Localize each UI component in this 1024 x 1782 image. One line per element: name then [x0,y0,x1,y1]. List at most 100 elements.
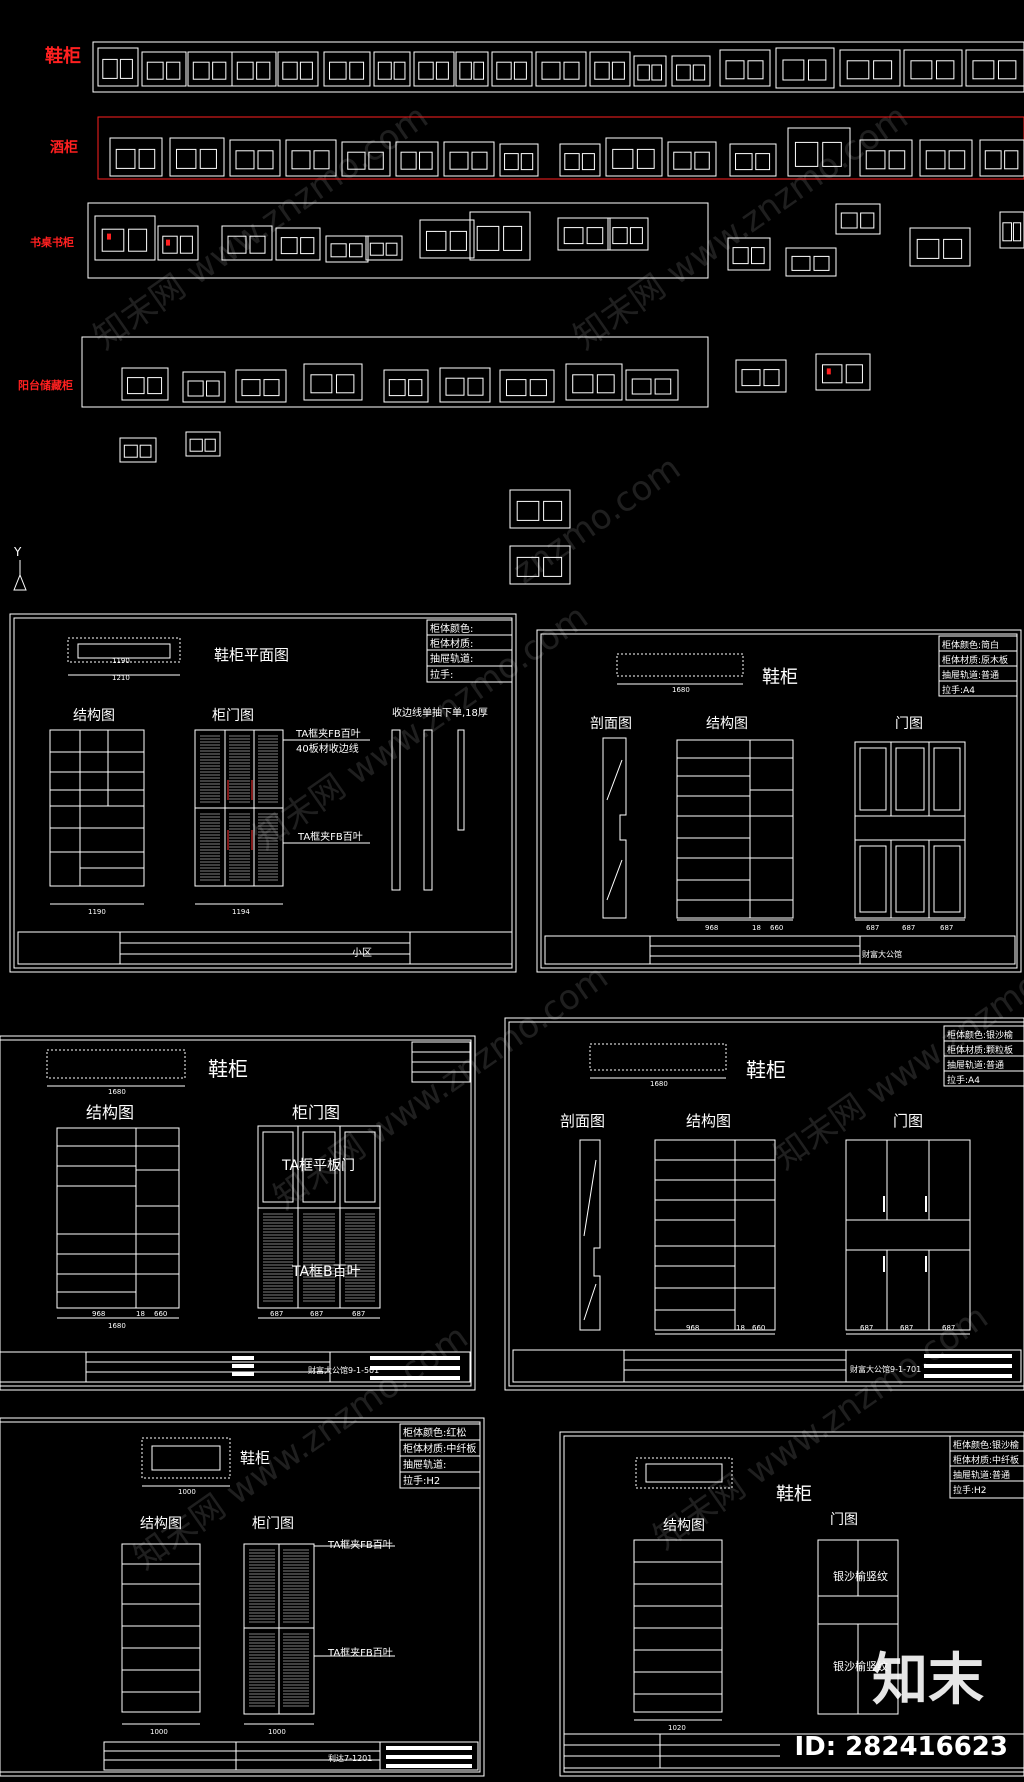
plan-view [616,653,744,677]
drawing-thumbnail [605,137,663,177]
plan-dim: 1680 [672,686,690,694]
thumbnail-cabinet [449,230,467,251]
thumbnail-cabinet [347,151,366,170]
thumbnail-cabinet [385,242,398,256]
sheet-title: 鞋柜 [776,1484,812,1505]
thumbnail-cabinet [636,148,655,169]
spec-row: 拉手: [430,668,453,681]
drawing-thumbnail [965,49,1024,87]
callout: 收边线单抽下单,18厚 [392,706,488,719]
spec-row: 抽屉轨道: [430,652,473,665]
spec-row: 柜体颜色:银沙榆 [953,1439,1019,1451]
spec-row: 抽屉轨道:普通 [947,1059,1004,1071]
callout: 40板材收边线 [296,742,359,755]
thumbnail-cabinet [520,153,534,171]
thumbnail-cabinet [516,500,540,521]
thumbnail-cabinet [564,153,580,171]
view-label: 结构图 [706,716,748,732]
thumbnail-cabinet [732,247,749,265]
bottom-dim: 968 [705,924,718,932]
drawing-thumbnail [775,47,835,89]
plan-view [635,1457,733,1489]
drawing-thumbnail [109,137,163,177]
thumbnail-cabinet [127,377,145,395]
drawing-thumbnail [565,363,623,401]
spec-row: 柜体材质:中纤板 [403,1442,476,1455]
thumbnail-cabinet [563,227,584,245]
bottom-dim: 687 [352,1310,365,1318]
thumbnail-cabinet [948,150,966,170]
thumbnail-cabinet [349,243,363,258]
row-label-shoe-cabinet: 鞋柜 [45,45,81,67]
drawing-thumbnail [859,139,913,177]
thumbnail-cabinet [435,61,449,80]
thumbnail-cabinet [840,212,858,229]
thumbnail-cabinet [369,242,384,256]
view-label: 柜门图 [212,708,254,724]
thumbnail-cabinet [791,255,811,271]
thumbnail-cabinet [330,243,347,258]
thumbnail-cabinet [102,58,118,79]
thumbnail-cabinet [467,377,484,396]
thumbnail-row-wine [109,127,1024,177]
drawing-thumbnail [119,437,157,463]
door-view [243,1543,315,1715]
bottom-dim: 660 [752,1324,765,1332]
drawing-thumbnail [909,227,971,267]
thumbnail-cabinet [459,61,472,80]
thumbnail-cabinet [119,58,133,79]
drawing-thumbnail [607,217,649,251]
drawing-thumbnail [413,51,455,87]
callout: TA框夹FB百叶 [327,1538,393,1551]
thumbnail-cabinet [865,150,886,170]
thumbnail-cabinet [541,61,561,80]
thumbnail-cabinet [449,151,469,170]
thumbnail-cabinet [236,61,254,80]
thumbnail-cabinet [496,61,512,80]
thumbnail-cabinet [873,60,893,80]
plan-dim: 1680 [650,1080,668,1088]
title-block-project: 小区 [352,947,372,959]
drawing-thumbnail [839,49,901,87]
drawing-thumbnail [97,47,139,87]
view-label: 柜门图 [252,1516,294,1532]
thumbnail-cabinet [504,153,519,171]
thumbnail-cabinet [586,227,604,245]
row-label-balcony-storage: 阳台储藏柜 [18,378,73,392]
sheet-1: 柜体颜色: 柜体材质: 抽屉轨道: 拉手: 1190 1210 鞋柜平面图 结构… [9,613,517,973]
drawing-thumbnail [499,143,539,177]
thumbnail-row-balcony [121,353,871,403]
drawing-thumbnail [999,211,1024,249]
drawing-thumbnail [625,369,679,401]
drawing-thumbnail [499,369,555,403]
thumbnail-cabinet [925,150,946,170]
bottom-dim: 687 [270,1310,283,1318]
plan-dim: 1000 [178,1488,196,1496]
thumbnail-cabinet [445,377,465,396]
row-frame-desk [87,202,709,279]
view-label: 结构图 [663,1518,705,1534]
thumbnail-cabinet [629,227,643,245]
bottom-dim: 1020 [668,1724,686,1732]
drawing-thumbnail [383,369,429,403]
drawing-thumbnail [455,51,489,87]
axis-label: Y [13,545,22,559]
thumbnail-cabinet [349,61,365,80]
sheet-title: 鞋柜 [746,1058,786,1082]
drawing-thumbnail [815,353,871,391]
drawing-thumbnail [735,359,787,393]
sheet-2: 柜体颜色:简白 柜体材质:原木板 抽屉轨道:普通 拉手:A4 1680 鞋柜 剖… [536,629,1022,973]
thumbnail-cabinet [845,364,863,384]
thumbnail-cabinet [821,364,843,384]
spec-row: 拉手:H2 [403,1474,440,1487]
thumbnail-cabinet [313,150,330,170]
thumbnail-cabinet [291,150,311,170]
drawing-thumbnail [229,139,281,177]
drawing-thumbnail [557,217,611,251]
plan-dim: 1680 [108,1088,126,1096]
thumbnail-cabinet [1012,222,1022,242]
thumbnail-cabinet [471,151,488,170]
thumbnail-cabinet [227,235,247,254]
thumbnail-cabinet [241,379,261,397]
